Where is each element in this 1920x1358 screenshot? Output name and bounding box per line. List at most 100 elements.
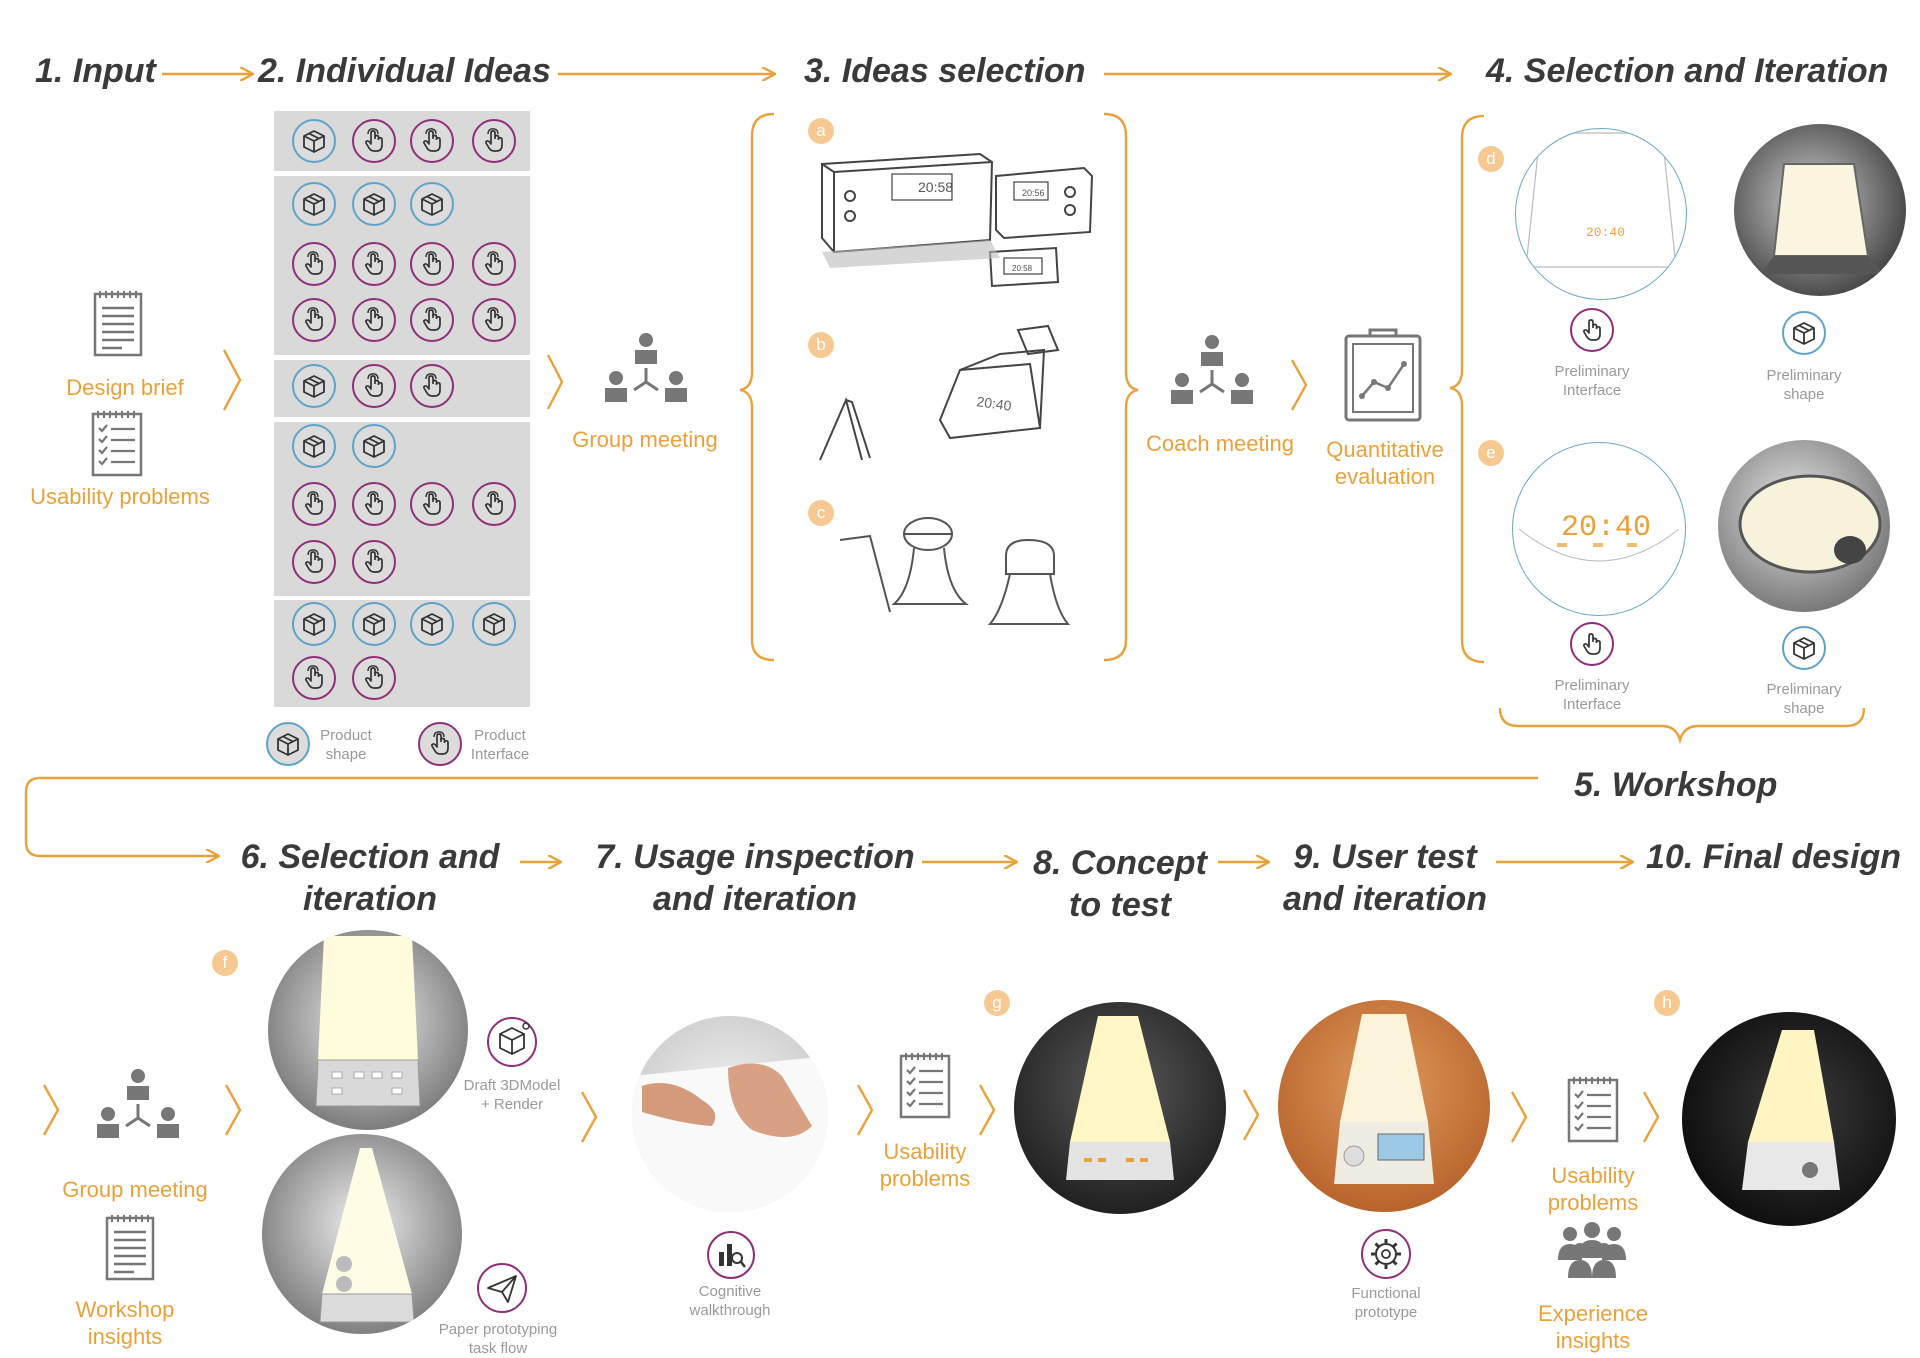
chevron-icon [1642, 1091, 1660, 1143]
functional-line-2: prototype [1354, 1304, 1418, 1321]
step-8-line-2: to test [1069, 886, 1171, 924]
usability1-line-1: Usability [883, 1139, 967, 1164]
step-9-user-test: 9. User test and iteration [1275, 836, 1495, 920]
badge-b: b [808, 332, 834, 358]
prelim-shape-e-line-2: shape [1783, 700, 1825, 717]
product-interface-idea-icon [352, 119, 396, 163]
product-interface-idea-icon [292, 298, 336, 342]
sketch-a-clock-radio: 20:58 20:56 20:58 [821, 152, 1094, 288]
prelim-interface-e-line-1: Preliminary [1554, 677, 1630, 694]
gear-icon [1361, 1229, 1411, 1279]
product-interface-idea-icon [410, 119, 454, 163]
brace-bottom-icon [1498, 707, 1866, 745]
step-7-line-2: and iteration [652, 880, 858, 918]
group-meeting-icon [605, 333, 687, 402]
step-7-line-1: 7. Usage inspection [595, 838, 915, 876]
group-meeting-bottom-label: Group meeting [62, 1177, 208, 1202]
cognitive-walkthrough-label: Cognitive walkthrough [668, 1282, 792, 1320]
prelim-shape-e-line-1: Preliminary [1766, 681, 1842, 698]
preliminary-interface-e: 20:40 [1512, 442, 1686, 616]
badge-f: f [212, 950, 238, 976]
product-interface-idea-icon [472, 482, 516, 526]
product-interface-idea-icon [352, 242, 396, 286]
step-9-line-2: and iteration [1282, 880, 1488, 918]
document-icon [93, 291, 143, 357]
badge-e: e [1478, 440, 1504, 466]
cognitive-walkthrough-photo [632, 1016, 828, 1212]
badge-c: c [808, 500, 834, 526]
functional-prototype-label: Functional prototype [1328, 1284, 1444, 1322]
step-7-usage-inspection: 7. Usage inspection and iteration [590, 836, 920, 920]
chevron-icon [1242, 1089, 1260, 1141]
product-shape-idea-icon [292, 424, 336, 468]
legend-shape-line-1: Product [320, 727, 372, 744]
chevron-icon [580, 1091, 598, 1143]
product-interface-idea-icon [292, 656, 336, 700]
product-shape-idea-icon [410, 602, 454, 646]
product-interface-idea-icon [352, 540, 396, 584]
preliminary-shape-icon [1782, 311, 1826, 355]
prelim-shape-d-line-1: Preliminary [1766, 367, 1842, 384]
product-interface-legend-label: Product Interface [458, 726, 542, 764]
cognitive-line-2: walkthrough [689, 1302, 771, 1319]
final-design-photo [1682, 1012, 1896, 1226]
product-interface-idea-icon [472, 242, 516, 286]
brace-step4-icon [1449, 114, 1485, 664]
concept-lamp-photo [1014, 1002, 1226, 1214]
brace-right-icon [1103, 112, 1139, 662]
product-interface-idea-icon [472, 119, 516, 163]
cognitive-line-1: Cognitive [698, 1283, 762, 1300]
legend-interface-line-1: Product [474, 727, 526, 744]
step-4-selection-iteration: 4. Selection and Iteration [1486, 52, 1889, 90]
product-interface-idea-icon [410, 364, 454, 408]
product-shape-legend-icon [266, 722, 310, 766]
group-meeting-icon [97, 1069, 179, 1138]
coach-meeting-label: Coach meeting [1146, 431, 1294, 456]
product-interface-idea-icon [410, 298, 454, 342]
3d-model-icon [487, 1017, 537, 1067]
experience-line-1: Experience [1537, 1301, 1649, 1326]
experience-insights-label: Experience insights [1518, 1300, 1668, 1354]
group-meeting-label: Group meeting [572, 427, 718, 452]
brace-left-icon [739, 112, 775, 662]
product-interface-legend-icon [418, 722, 462, 766]
chevron-icon [42, 1084, 60, 1136]
badge-h: h [1654, 990, 1680, 1016]
interface-e-time: 20:40 [1561, 511, 1651, 545]
step-5-workshop: 5. Workshop [1574, 766, 1778, 804]
preliminary-shape-e-label: Preliminary shape [1754, 680, 1854, 718]
prelim-interface-e-line-2: Interface [1562, 696, 1622, 713]
sketch-a-time-1: 20:58 [918, 179, 953, 195]
product-interface-idea-icon [352, 656, 396, 700]
prelim-shape-d-line-2: shape [1783, 386, 1825, 403]
arrow-workshop-return [24, 776, 1538, 856]
workshop-insights-label: Workshop insights [60, 1296, 190, 1350]
product-interface-idea-icon [352, 364, 396, 408]
draft-render-lamp-2 [262, 1134, 462, 1334]
legend-shape-line-2: shape [325, 746, 367, 763]
chevron-icon [546, 354, 564, 410]
preliminary-shape-e-render [1718, 440, 1890, 612]
step-1-input: 1. Input [35, 52, 156, 90]
workshop-insights-line-1: Workshop [75, 1297, 175, 1322]
product-shape-legend-label: Product shape [306, 726, 386, 764]
functional-prototype-photo [1278, 1000, 1490, 1212]
legend-interface-line-2: Interface [470, 746, 530, 763]
chevron-icon [1510, 1091, 1528, 1143]
paper-line-2: task flow [468, 1340, 528, 1357]
sketch-a-time-2: 20:56 [1022, 188, 1045, 198]
paper-prototyping-label: Paper prototyping task flow [428, 1320, 568, 1358]
step-6-line-1: 6. Selection and [240, 838, 500, 876]
chevron-icon [856, 1084, 874, 1136]
product-shape-idea-icon [410, 182, 454, 226]
product-shape-idea-icon [292, 364, 336, 408]
preliminary-interface-icon [1570, 308, 1614, 352]
preliminary-shape-icon [1782, 626, 1826, 670]
step-6-line-2: iteration [302, 880, 438, 918]
draft-line-1: Draft 3DModel [463, 1077, 561, 1094]
product-interface-idea-icon [292, 540, 336, 584]
quantitative-evaluation-label: Quantitative evaluation [1310, 436, 1460, 490]
clipboard-chart-icon [1344, 328, 1422, 422]
preliminary-interface-icon [1570, 622, 1614, 666]
users-group-icon [1558, 1222, 1626, 1278]
